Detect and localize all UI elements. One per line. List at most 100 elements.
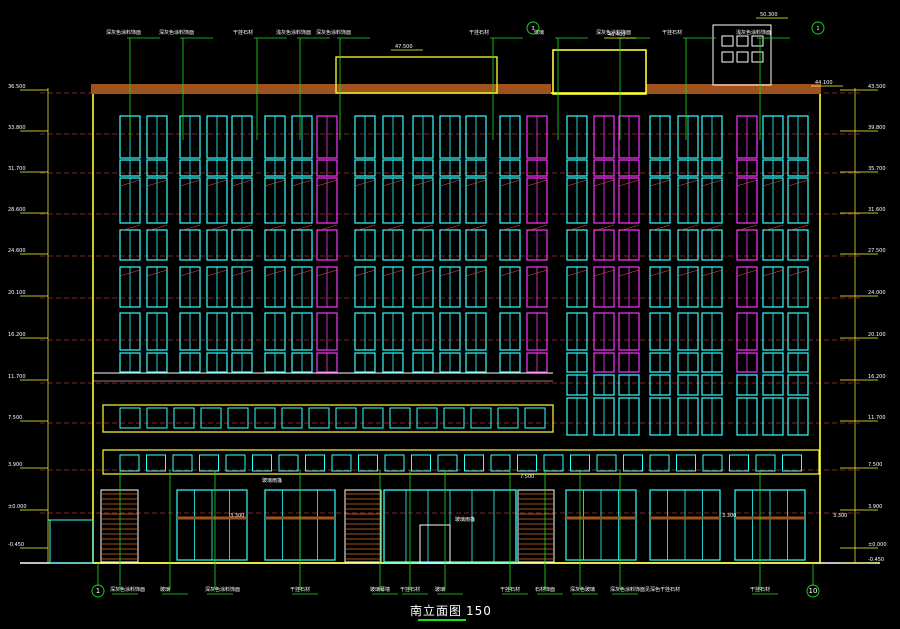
spandrel-hatch [354, 269, 376, 277]
spandrel-hatch [146, 224, 168, 232]
top-elevation-mark: 50.300 [760, 12, 778, 18]
callout-label-bottom: 深灰色涂料饰面见深色干挂石材 [610, 586, 680, 593]
entrance-panel [344, 489, 382, 563]
podium-window [200, 407, 222, 429]
top-elevation-mark: 44.100 [815, 80, 833, 86]
level-value-left: 28.600 [8, 207, 26, 213]
top-elevation-mark: 46.400 [608, 32, 626, 38]
spandrel-hatch [231, 179, 253, 187]
level-value-left: 24.600 [8, 248, 26, 254]
callout-label-top: 干挂石材 [233, 29, 253, 36]
podium-window [490, 454, 511, 472]
podium-window [782, 454, 802, 472]
spandrel-hatch [206, 224, 228, 232]
spandrel-hatch [499, 179, 521, 187]
spandrel-hatch [291, 179, 313, 187]
spandrel-hatch [787, 224, 809, 232]
spandrel-hatch [146, 179, 168, 187]
spandrel-hatch [412, 269, 434, 277]
roof-machine-window [751, 35, 764, 47]
callout-label-bottom: 干挂石材 [400, 586, 420, 593]
spandrel-hatch [618, 224, 640, 232]
entrance-door [419, 524, 451, 564]
level-value-left: 36.500 [8, 84, 26, 90]
spandrel-hatch [701, 269, 723, 277]
axis-bubble-top-label: 1 [816, 26, 819, 32]
level-value-right: 27.500 [868, 248, 886, 254]
podium-window [146, 454, 166, 472]
spandrel-hatch [264, 224, 286, 232]
podium-window [119, 407, 141, 429]
level-value-right: -0.450 [868, 557, 884, 563]
podium-window [389, 407, 411, 429]
spandrel-hatch [762, 269, 784, 277]
podium-window [676, 454, 696, 472]
level-value-left: ±0.000 [8, 504, 27, 510]
roof-machine-window [751, 51, 764, 63]
podium-window [570, 454, 590, 472]
spandrel-hatch [736, 179, 758, 187]
canopy-label: 玻璃雨篷 [455, 516, 475, 523]
podium-window [308, 407, 330, 429]
callout-label-bottom: 干挂石材 [290, 586, 310, 593]
spandrel-hatch [382, 269, 404, 277]
spandrel-hatch [787, 269, 809, 277]
spandrel-hatch [618, 179, 640, 187]
callout-label-bottom: 深灰色涂料饰面 [110, 586, 145, 593]
podium-window [464, 454, 484, 472]
spandrel-hatch [566, 179, 588, 187]
callout-label-top: 浅灰色涂料饰面 [276, 29, 311, 36]
callout-label-bottom: 玻璃幕墙 [370, 586, 390, 593]
callout-label-bottom: 石材饰面 [535, 586, 555, 593]
spandrel-hatch [701, 224, 723, 232]
spandrel-hatch [412, 179, 434, 187]
spandrel-hatch [179, 269, 201, 277]
spandrel-hatch [593, 269, 615, 277]
spandrel-hatch [465, 269, 487, 277]
level-value-right: 7.500 [868, 462, 882, 468]
spandrel-hatch [206, 179, 228, 187]
podium-window [172, 454, 193, 472]
spandrel-hatch [736, 224, 758, 232]
axis-bubble-top [526, 21, 540, 35]
podium-window [119, 454, 140, 472]
callout-label-top: 深灰色涂料饰面 [159, 29, 194, 36]
podium-window [524, 407, 546, 429]
podium-band [102, 449, 820, 475]
spandrel-hatch [382, 179, 404, 187]
level-value-right: 20.100 [868, 332, 886, 338]
axis-label: 1 [96, 587, 100, 595]
podium-band [102, 404, 554, 433]
podium-window [470, 407, 492, 429]
spandrel-hatch [264, 179, 286, 187]
roof-machine-window [736, 35, 749, 47]
podium-window [254, 407, 276, 429]
spandrel-hatch [677, 179, 699, 187]
podium-window [252, 454, 272, 472]
callout-label-bottom: 干挂石材 [750, 586, 770, 593]
mid-elevation-mark: 7.500 [520, 474, 534, 480]
spandrel-hatch [231, 269, 253, 277]
spandrel-hatch [316, 269, 338, 277]
callout-label-top: 浅灰色涂料饰面 [736, 29, 771, 36]
podium-window [649, 454, 670, 472]
podium-window [443, 407, 465, 429]
spandrel-hatch [316, 179, 338, 187]
podium-window [331, 454, 352, 472]
level-value-left: 7.500 [8, 415, 22, 421]
callout-label-bottom: 玻璃 [160, 586, 170, 593]
spandrel-hatch [526, 224, 548, 232]
spandrel-hatch [465, 224, 487, 232]
callout-label-top: 玻璃 [534, 29, 544, 36]
callout-label-bottom: 深灰色涂料饰面 [205, 586, 240, 593]
roof-machine-room [712, 24, 772, 86]
spandrel-hatch [412, 224, 434, 232]
entrance-panel [517, 489, 555, 563]
drawing-scale: 150 [466, 604, 492, 618]
spandrel-hatch [465, 179, 487, 187]
podium-window [729, 454, 749, 472]
podium-window [702, 454, 723, 472]
level-value-left: 11.700 [8, 374, 26, 380]
spandrel-hatch [762, 224, 784, 232]
